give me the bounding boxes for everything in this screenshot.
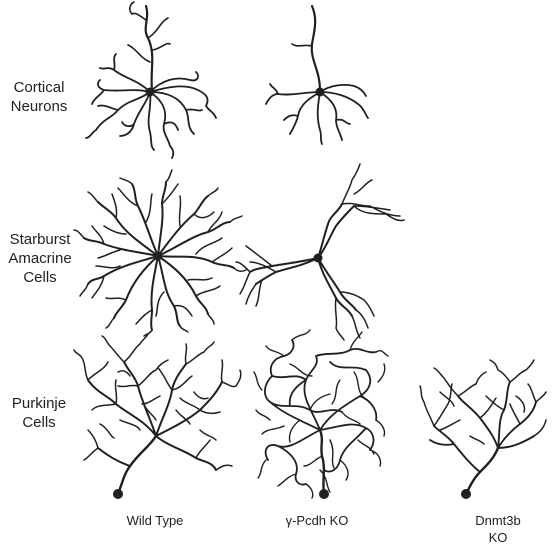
row-label-purkinje-cells: Purkinje Cells — [4, 394, 74, 432]
column-label-gamma-pcdh-ko: γ-Pcdh KO — [262, 512, 372, 529]
bundled-dendrites — [249, 203, 357, 317]
dendritic-arbor — [73, 333, 242, 471]
soma — [313, 253, 323, 263]
soma — [145, 87, 155, 97]
basal-dendrites — [265, 83, 369, 145]
row-label-line: Amacrine — [8, 250, 72, 267]
primary-dendrite — [464, 446, 500, 496]
apical-dendrite — [310, 4, 322, 92]
row-label-line: Cortical — [13, 79, 65, 96]
cortical-neuron-wild-type — [85, 1, 217, 159]
column-label-line: γ-Pcdh KO — [285, 513, 349, 528]
starburst-amacrine-gamma-pcdh-ko — [235, 163, 405, 341]
dendrite-branches — [235, 163, 405, 341]
apical-dendrite — [144, 4, 154, 92]
cortical-neuron-gamma-pcdh-ko — [265, 4, 369, 145]
soma — [113, 489, 123, 499]
basal-dendrites — [85, 53, 217, 159]
soma — [319, 489, 329, 499]
column-label-line: Wild Type — [126, 513, 184, 528]
purkinje-cell-wild-type — [73, 333, 242, 499]
row-label-starburst-amacrine-cells: Starburst Amacrine Cells — [0, 230, 80, 287]
main-branches — [87, 361, 223, 471]
primary-dendrite — [318, 428, 326, 496]
column-label-line: Dnmt3b — [475, 513, 521, 528]
row-label-line: Cells — [22, 414, 56, 431]
apical-branch — [291, 43, 313, 47]
row-label-line: Neurons — [10, 98, 68, 115]
purkinje-cell-dnmt3b-ko — [419, 359, 547, 499]
row-label-line: Purkinje — [11, 395, 67, 412]
soma — [461, 489, 471, 499]
soma — [153, 251, 163, 261]
tangled-arbor — [264, 339, 378, 486]
row-label-line: Starburst — [9, 231, 71, 248]
column-label-line: KO — [488, 530, 508, 545]
dendrite-branches — [73, 169, 247, 337]
dendrite-branches — [253, 329, 389, 499]
primary-dendrite — [116, 434, 158, 496]
column-label-dnmt3b-ko: Dnmt3b KO — [448, 512, 548, 546]
apical-branch — [127, 1, 171, 63]
column-label-wild-type: Wild Type — [105, 512, 205, 529]
starburst-amacrine-wild-type — [73, 169, 247, 337]
soma — [315, 87, 325, 97]
row-label-cortical-neurons: Cortical Neurons — [4, 78, 74, 116]
dendritic-arbor — [419, 359, 547, 445]
row-label-line: Cells — [23, 269, 57, 286]
purkinje-cell-gamma-pcdh-ko — [253, 329, 389, 499]
